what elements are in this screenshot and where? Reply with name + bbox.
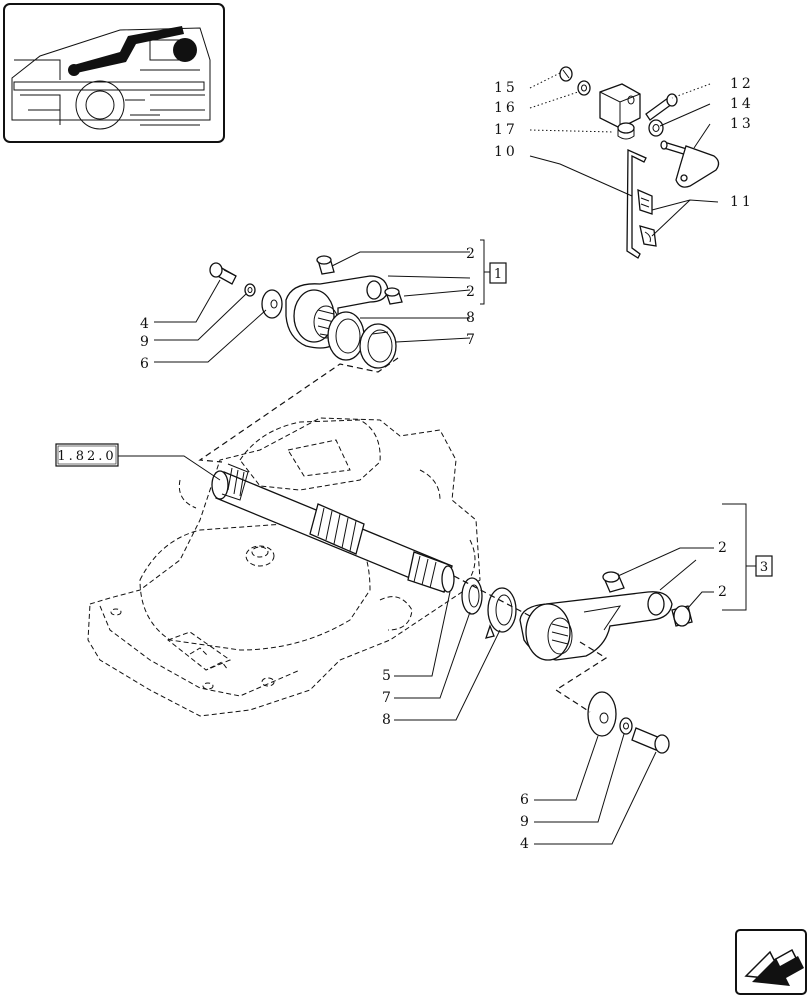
part-bushing-2-lower-b: [671, 605, 693, 627]
callout-10: 10: [494, 144, 518, 160]
part-pin-lever-13: [660, 140, 720, 188]
part-bracket-17: [599, 83, 641, 140]
part-bushing-2-lower-a: [602, 571, 625, 593]
callout-7-mid: 7: [382, 690, 394, 706]
ref-label-1-82-0: 1.82.0: [57, 449, 116, 464]
callout-12: 12: [730, 76, 754, 92]
callout-13: 13: [730, 116, 754, 132]
part-lift-arm-upper: [285, 275, 389, 349]
part-washer-9-upper: [244, 283, 256, 297]
part-ring-8-mid: [485, 587, 517, 639]
callout-15: 15: [494, 80, 518, 96]
callout-5-mid: 5: [382, 668, 394, 684]
part-washer-16: [577, 80, 591, 96]
callout-9-lower: 9: [520, 814, 532, 830]
ref-box-group-3[interactable]: 3: [755, 555, 773, 577]
part-snap-ring-15: [559, 66, 573, 82]
callout-4-lower: 4: [520, 836, 532, 852]
part-plate-6-upper: [261, 289, 283, 319]
callout-labels: 15 16 17 10 12 14 13 11 2 2 8 7 4 9 6 2 …: [140, 76, 754, 852]
part-bolt-4-upper: [209, 262, 237, 285]
callout-2-upper-b: 2: [466, 284, 478, 300]
part-lift-arm-lower: [519, 591, 673, 661]
part-ring-8-upper: [327, 311, 365, 361]
part-ring-7-upper: [359, 323, 397, 369]
ref-box-group-1[interactable]: 1: [489, 262, 507, 284]
next-page-arrow-icon[interactable]: [735, 929, 807, 995]
part-rod-10: [626, 149, 647, 259]
upper-lift-arm-group: [209, 255, 403, 369]
part-bolt-4-lower: [631, 727, 670, 754]
ref-box-1-82-0[interactable]: 1.82.0: [55, 443, 119, 467]
callout-2-upper-a: 2: [466, 246, 478, 262]
callout-9-upper: 9: [140, 334, 152, 350]
callout-6-lower: 6: [520, 792, 532, 808]
part-bushing-2-upper-b: [384, 287, 403, 305]
ref-label-group-3: 3: [760, 560, 768, 575]
part-washer-9-lower: [619, 717, 633, 735]
clip-assembly-group: [559, 66, 720, 259]
leader-lines: [118, 71, 756, 845]
lift-housing-outline: [87, 417, 481, 717]
callout-8-mid: 8: [382, 712, 394, 728]
lower-lift-arm-group: [519, 571, 693, 754]
callout-11: 11: [730, 194, 754, 210]
callout-6-upper: 6: [140, 356, 152, 372]
callout-16: 16: [494, 100, 518, 116]
part-plate-6-lower: [587, 691, 617, 737]
callout-8-upper: 8: [466, 310, 478, 326]
part-bushing-2-upper-a: [316, 255, 335, 275]
part-washer-14: [648, 119, 664, 137]
callout-2-right-b: 2: [718, 584, 730, 600]
callout-2-right-a: 2: [718, 540, 730, 556]
part-cross-shaft-5: [211, 463, 517, 639]
part-bolt-12: [645, 93, 678, 121]
part-ring-7-mid: [461, 577, 483, 615]
dashed-assembly-lines: [198, 357, 608, 713]
ref-label-group-1: 1: [494, 267, 502, 282]
part-clip-11: [637, 188, 657, 247]
callout-14: 14: [730, 96, 754, 112]
callout-4-upper: 4: [140, 316, 152, 332]
callout-17: 17: [494, 122, 518, 138]
tractor-location-thumbnail-icon[interactable]: [3, 3, 225, 143]
callout-7-upper: 7: [466, 332, 478, 348]
